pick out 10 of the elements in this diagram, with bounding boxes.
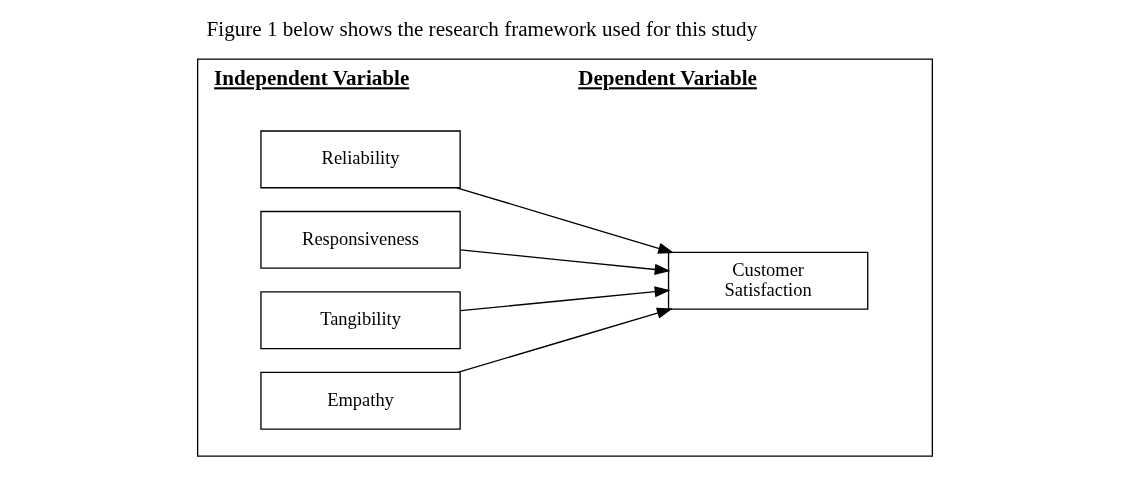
arrow xyxy=(459,248,671,275)
node-box: Responsiveness xyxy=(260,210,461,269)
node-box: Tangibility xyxy=(260,290,461,349)
node-box: Customer Satisfaction xyxy=(667,251,869,310)
arrow xyxy=(457,307,673,373)
arrow xyxy=(456,186,675,254)
node-box: Reliability xyxy=(260,129,461,188)
node-box: Empathy xyxy=(260,371,461,430)
arrow xyxy=(459,285,671,311)
diagram-title: Figure 1 below shows the research framework used for this study xyxy=(206,16,758,41)
